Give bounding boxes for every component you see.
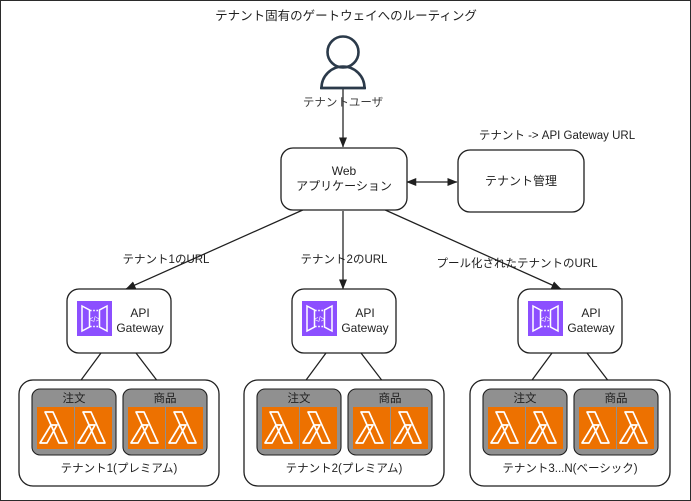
page-title: テナント固有のゲートウェイへのルーティング: [215, 9, 477, 23]
user-icon: [320, 35, 366, 90]
lambda-icons-group: [37, 407, 654, 449]
api-gateway-label-1: API Gateway: [114, 293, 166, 349]
tenant-management-box: [457, 149, 585, 213]
svg-text:</>: </>: [89, 315, 101, 324]
user-label: テナントユーザ: [302, 97, 384, 109]
tenant-mgmt-annotation: テナント -> API Gateway URL: [478, 130, 636, 142]
api-gateway-line2: Gateway: [116, 321, 164, 335]
api-gateway-label-2: API Gateway: [339, 293, 391, 349]
api-gateway-line1: API: [130, 306, 150, 320]
service-label-t2-order: 注文: [287, 393, 311, 405]
api-gateway-line2: Gateway: [341, 321, 389, 335]
tenant-label-1: テナント1(プレミアム): [60, 463, 178, 475]
connector-webapp-to-gateway-3: [382, 208, 562, 290]
svg-text:</>: </>: [314, 315, 326, 324]
webapp-line1: Web: [331, 164, 357, 178]
api-gateway-line2: Gateway: [567, 321, 615, 335]
api-gateway-label-3: API Gateway: [565, 293, 617, 349]
api-gateway-line1: API: [355, 306, 375, 320]
service-label-t2-product: 商品: [378, 393, 402, 405]
route-label-3: プール化されたテナントのURL: [436, 258, 598, 270]
route-label-2: テナント2のURL: [300, 254, 388, 266]
service-label-t1-order: 注文: [62, 393, 86, 405]
tenant-label-3: テナント3...N(ベーシック): [502, 463, 638, 475]
api-gateway-icons-group: </> </> </>: [77, 301, 563, 336]
webapp-box: [280, 147, 408, 211]
api-gateway-line1: API: [581, 306, 601, 320]
service-label-t1-product: 商品: [153, 393, 177, 405]
webapp-line2: アプリケーション: [296, 179, 392, 193]
tenant-management-label: テナント管理: [484, 173, 557, 188]
service-label-t3-order: 注文: [513, 393, 537, 405]
webapp-label: Web アプリケーション: [281, 148, 407, 210]
route-label-1: テナント1のURL: [122, 254, 210, 266]
service-label-t3-product: 商品: [604, 393, 628, 405]
connector-webapp-to-gateway-1: [125, 208, 306, 290]
svg-text:</>: </>: [540, 315, 552, 324]
tenant-label-2: テナント2(プレミアム): [285, 463, 403, 475]
